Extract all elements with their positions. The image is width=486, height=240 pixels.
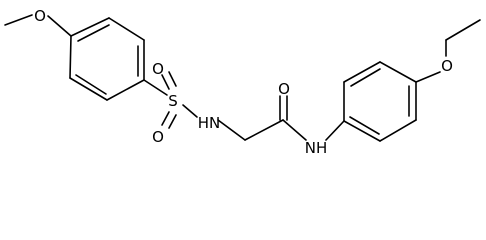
ethoxy-oxygen-label: O — [441, 57, 453, 75]
glycinamide-linker — [217, 95, 307, 141]
anisyl-ring — [69, 17, 145, 101]
amide-nh-label: NH — [305, 139, 328, 157]
sulfonyl-oxygen-top-label: O — [152, 60, 164, 78]
sulfur-label: S — [168, 92, 178, 110]
molecule-structure: O S O O HN O NH O — [4, 7, 481, 157]
amide-oxygen-label: O — [278, 80, 290, 98]
sulfonyl-group — [143, 71, 198, 129]
sulfonamide-nh-label: HN — [198, 114, 221, 132]
structure-canvas: O S O O HN O NH O — [4, 7, 481, 157]
sulfonyl-oxygen-bottom-label: O — [152, 128, 164, 146]
ethoxy-group — [415, 19, 481, 83]
methoxy-oxygen-label: O — [34, 7, 46, 25]
methoxy-group — [4, 14, 72, 37]
phenetidine-ring — [325, 61, 417, 142]
